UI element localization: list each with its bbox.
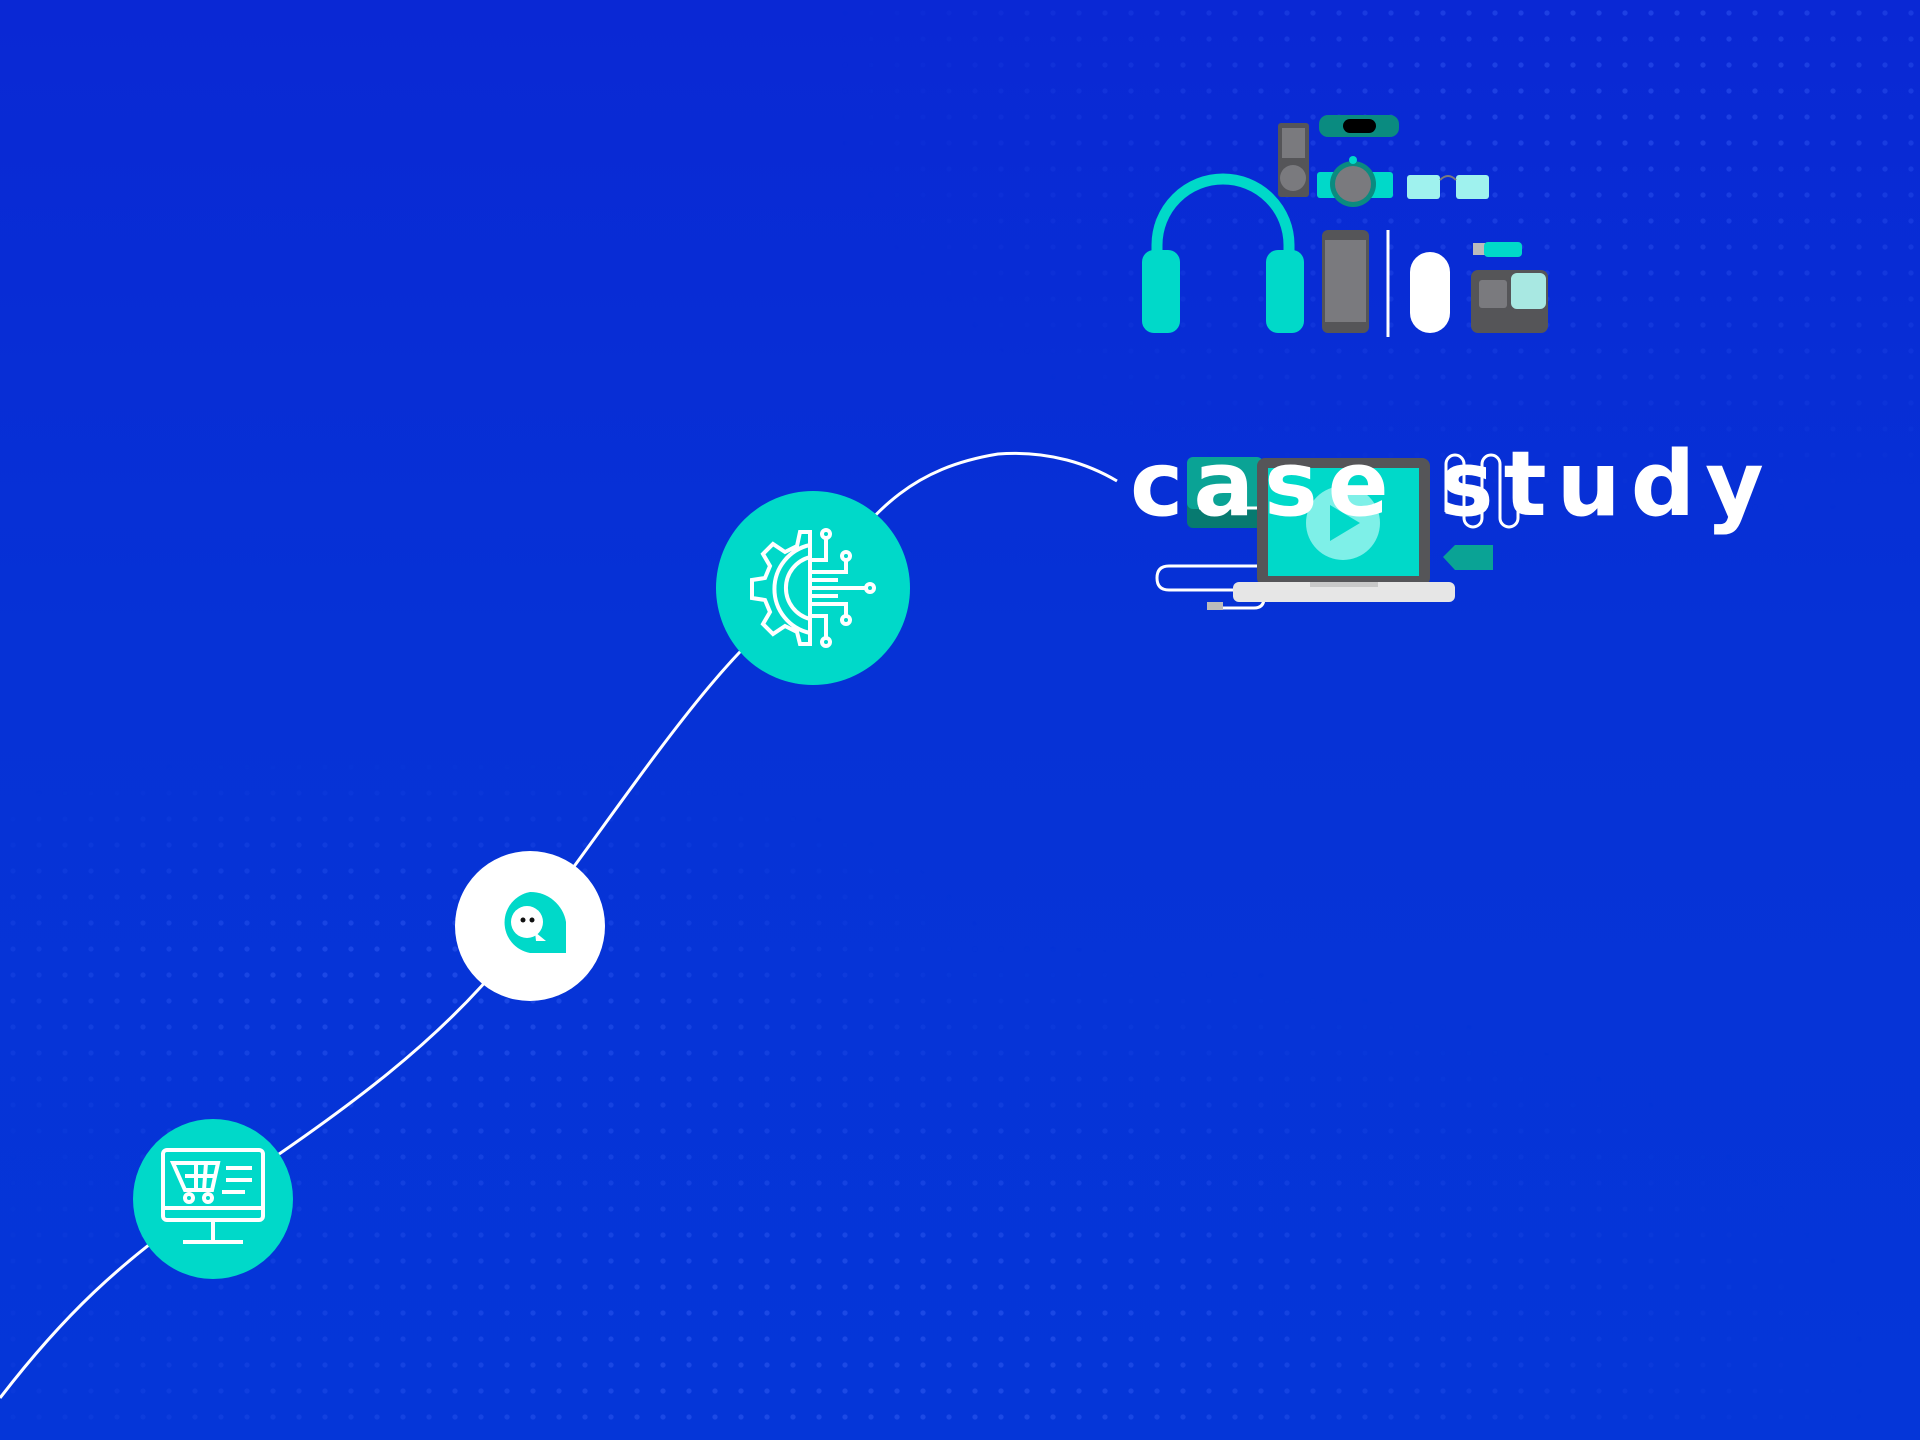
mouse-icon	[1410, 252, 1450, 333]
chat-bubble-icon	[504, 891, 566, 953]
case-study-illustration	[1142, 115, 1548, 610]
headphones-icon	[1142, 173, 1304, 333]
hard-drive-icon	[1187, 457, 1263, 528]
journey-step-chat[interactable]	[455, 851, 605, 1001]
music-player-icon	[1278, 123, 1309, 197]
case-study-headline: case study	[1130, 432, 1774, 537]
shopping-cart-monitor-icon	[161, 1148, 265, 1244]
smartphone-icon	[1322, 230, 1369, 333]
charging-cable-icon	[1444, 453, 1520, 529]
glasses-icon	[1407, 175, 1489, 199]
usb-drive-icon	[1473, 242, 1522, 257]
action-camera-icon	[1471, 270, 1548, 333]
journey-step-shop[interactable]	[133, 1119, 293, 1279]
gear-circuit-icon	[750, 528, 876, 648]
smartwatch-icon	[1317, 156, 1393, 207]
price-tag-icon	[1443, 545, 1493, 570]
fitness-band-icon	[1319, 115, 1399, 137]
journey-step-tech[interactable]	[716, 491, 910, 685]
laptop-play-icon	[1233, 458, 1455, 602]
